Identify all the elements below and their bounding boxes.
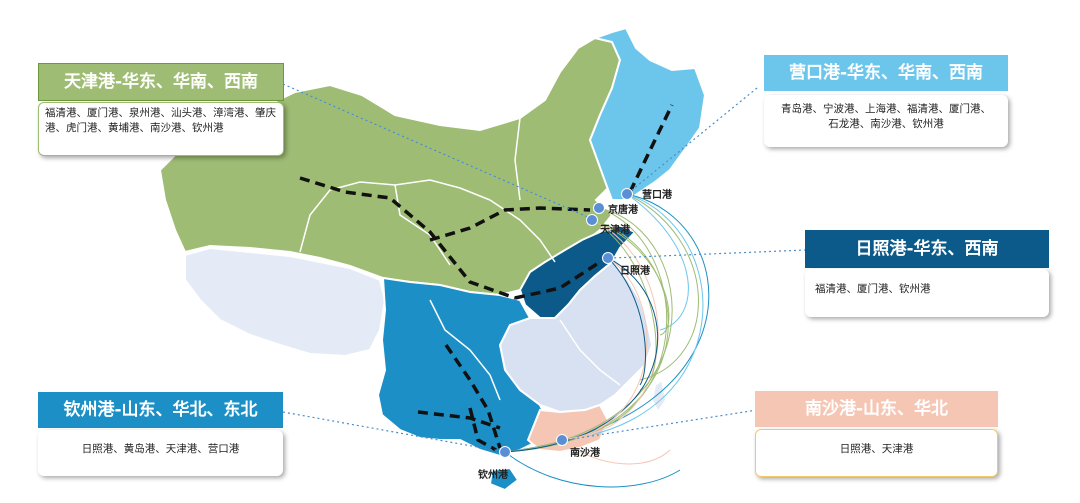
callout-yingkou-desc: 青岛港、宁波港、上海港、福清港、厦门港、石龙港、南沙港、钦州港: [764, 95, 1008, 147]
port-tianjin-label: 天津港: [600, 223, 631, 236]
callout-nansha: 南沙港-山东、华北 日照港、天津港: [755, 391, 998, 477]
callout-qinzhou-title: 钦州港-山东、华北、东北: [38, 392, 283, 428]
region-west: [184, 246, 387, 358]
port-rizhao-dot[interactable]: [602, 252, 614, 264]
callout-rizhao-title: 日照港-华东、西南: [805, 230, 1049, 268]
port-jingtang-label: 京唐港: [608, 203, 639, 216]
callout-tianjin-desc: 福清港、厦门港、泉州港、汕头港、漳湾港、肇庆港、虎门港、黄埔港、南沙港、钦州港: [38, 102, 284, 156]
region-hainan: [488, 466, 520, 492]
port-tianjin-dot[interactable]: [586, 214, 598, 226]
port-rizhao-label: 日照港: [620, 264, 651, 277]
port-yingkou-label: 营口港: [642, 188, 673, 201]
port-yingkou-dot[interactable]: [621, 188, 633, 200]
callout-nansha-title: 南沙港-山东、华北: [755, 391, 998, 427]
shipping-routes: [504, 193, 710, 488]
region-taiwan: [650, 378, 668, 414]
port-qinzhou-dot[interactable]: [499, 446, 511, 458]
region-northeast: [588, 26, 707, 201]
callout-tianjin: 天津港-华东、华南、西南 福清港、厦门港、泉州港、汕头港、漳湾港、肇庆港、虎门港…: [38, 63, 284, 156]
callout-connectors: [282, 83, 807, 453]
port-nansha-label: 南沙港: [570, 446, 601, 459]
port-jingtang-dot[interactable]: [593, 202, 605, 214]
callout-tianjin-title: 天津港-华东、华南、西南: [38, 63, 284, 101]
callout-yingkou: 营口港-华东、华南、西南 青岛港、宁波港、上海港、福清港、厦门港、石龙港、南沙港…: [764, 55, 1008, 147]
port-qinzhou-label: 钦州港: [478, 468, 509, 481]
railway-lines: [299, 104, 674, 452]
port-labels: 营口港 京唐港 天津港 日照港 钦州港 南沙港: [478, 188, 673, 481]
callout-rizhao: 日照港-华东、西南 福清港、厦门港、钦州港: [805, 230, 1049, 317]
callout-qinzhou-desc: 日照港、黄岛港、天津港、营口港: [38, 430, 283, 476]
port-nansha-dot[interactable]: [556, 434, 568, 446]
callout-rizhao-desc: 福清港、厦门港、钦州港: [805, 269, 1049, 317]
port-markers: [499, 188, 633, 458]
callout-yingkou-title: 营口港-华东、华南、西南: [764, 55, 1008, 91]
callout-nansha-desc: 日照港、天津港: [755, 429, 998, 477]
callout-qinzhou: 钦州港-山东、华北、东北 日照港、黄岛港、天津港、营口港: [38, 392, 283, 476]
